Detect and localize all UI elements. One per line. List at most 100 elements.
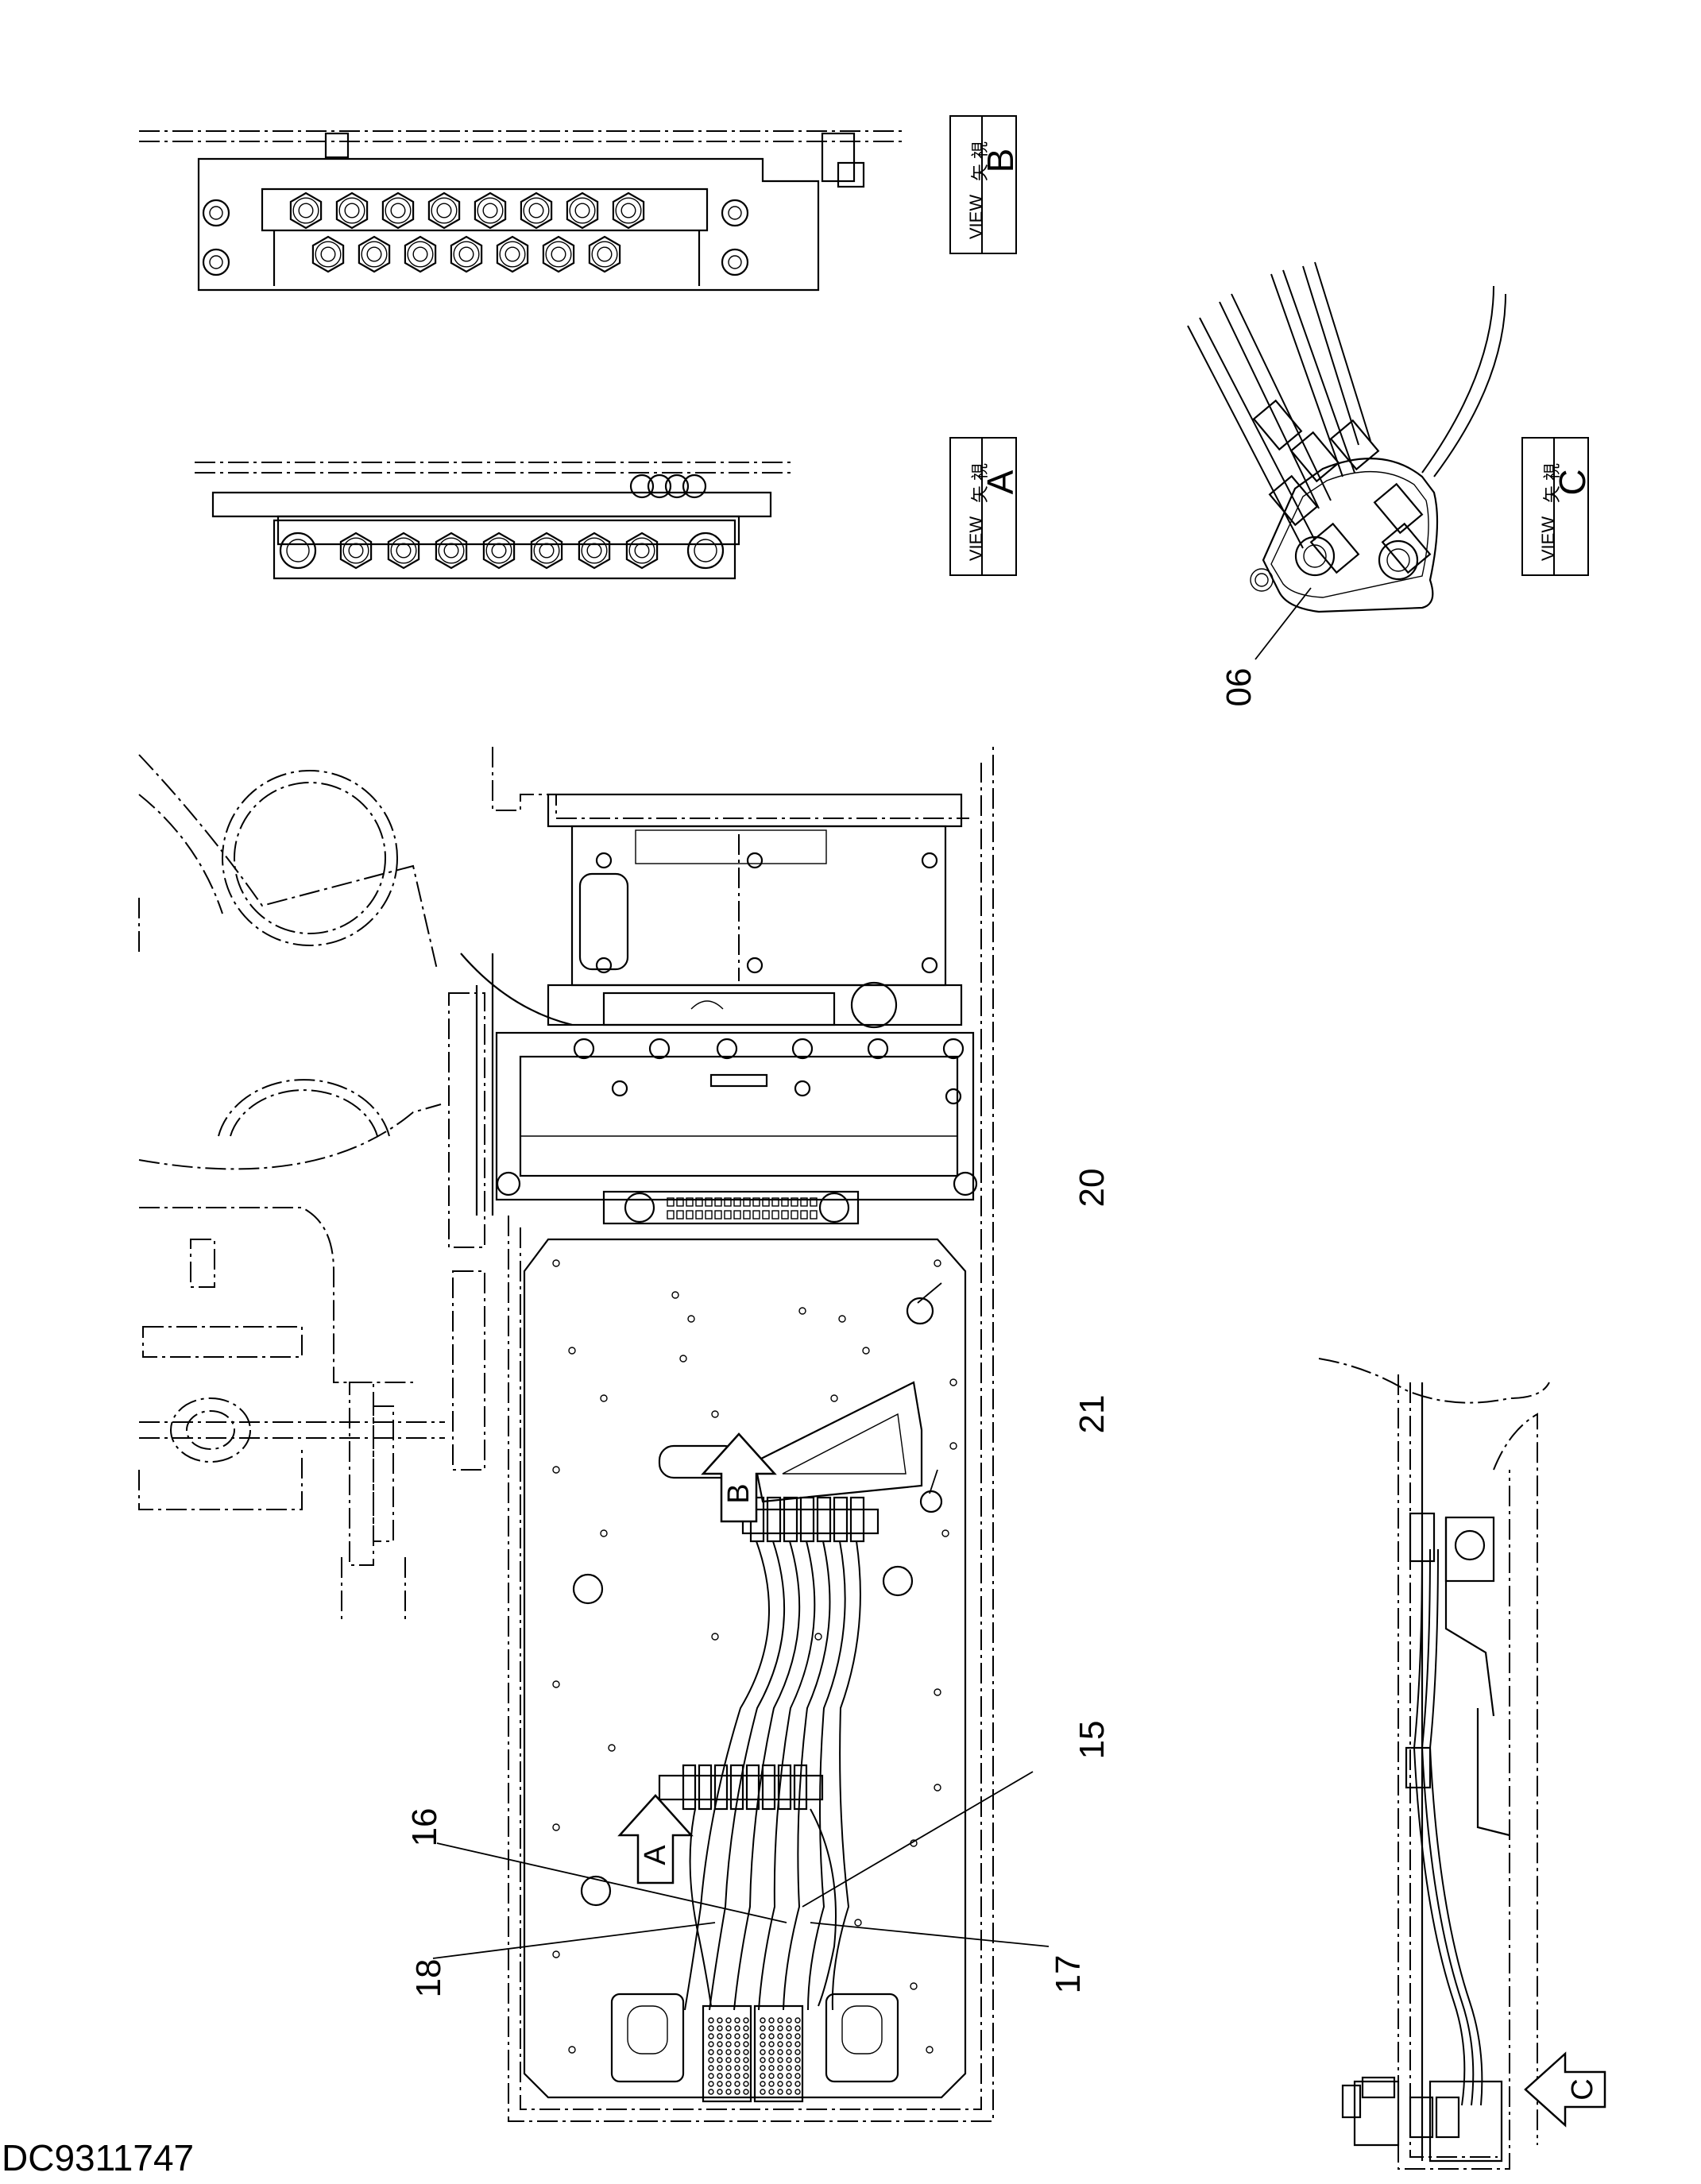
plate-hole — [934, 1688, 941, 1696]
nut-bore — [366, 246, 382, 262]
port — [1294, 535, 1336, 577]
mount-hole-inner — [209, 206, 223, 220]
hex-nut — [482, 532, 516, 570]
pin — [725, 2017, 732, 2024]
manifold-fitting — [729, 1764, 744, 1811]
plate-hole — [568, 1347, 576, 1355]
terminal — [762, 1210, 770, 1220]
pin — [734, 2033, 740, 2039]
pin — [708, 2073, 714, 2079]
nut-bore — [574, 203, 590, 218]
hex-nut — [588, 235, 621, 273]
pin — [777, 2049, 783, 2055]
bolt-head — [648, 1038, 671, 1060]
manifold-fitting — [745, 1764, 760, 1811]
mount-hole-inner — [728, 206, 742, 220]
plate-hole — [949, 1442, 957, 1450]
pin — [794, 2081, 801, 2087]
hose-line — [733, 1540, 801, 2011]
nut-bore — [412, 246, 428, 262]
terminal — [733, 1197, 741, 1207]
pin — [743, 2025, 749, 2031]
terminal — [771, 1210, 779, 1220]
pin — [743, 2033, 749, 2039]
hose-line — [1270, 273, 1343, 477]
pin — [743, 2049, 749, 2055]
pin — [768, 2041, 775, 2047]
pin — [768, 2017, 775, 2024]
nut-bore — [320, 246, 336, 262]
side-elevation-view — [1318, 1358, 1550, 2170]
pin — [725, 2033, 732, 2039]
view-label-b: 矢 視 VIEW B — [949, 115, 1021, 254]
hose-line — [758, 1540, 816, 2011]
bolt-head — [818, 1192, 850, 1223]
terminal — [714, 1197, 722, 1207]
bolt-head — [716, 1038, 738, 1060]
pin — [725, 2073, 732, 2079]
pin — [794, 2057, 801, 2063]
nut-ring — [591, 241, 618, 268]
pin — [777, 2057, 783, 2063]
plate-hole — [949, 1378, 957, 1386]
pin — [777, 2017, 783, 2024]
hex-nut — [381, 191, 415, 230]
hex-nut — [496, 235, 529, 273]
pin — [768, 2073, 775, 2079]
port — [1378, 539, 1419, 581]
pin — [743, 2041, 749, 2047]
pin — [717, 2073, 723, 2079]
plate-hole — [679, 1355, 687, 1363]
terminal — [724, 1210, 732, 1220]
pin — [734, 2041, 740, 2047]
terminal — [724, 1197, 732, 1207]
pin — [760, 2057, 766, 2063]
mount-hole-inner — [209, 255, 223, 269]
tube-end — [647, 474, 672, 499]
hose-line — [1302, 265, 1359, 446]
bolt-head — [791, 1038, 814, 1060]
nut-bore — [458, 246, 474, 262]
callout-15: 15 — [1073, 1720, 1111, 1760]
pin — [743, 2081, 749, 2087]
hex-nut — [289, 191, 323, 230]
pin — [725, 2041, 732, 2047]
terminal — [714, 1210, 722, 1220]
pin — [725, 2089, 732, 2095]
hose-line — [783, 1540, 831, 2011]
callout-06: 06 — [1220, 667, 1258, 707]
view-label-a: 矢 視 VIEW A — [949, 437, 1021, 576]
pin — [794, 2049, 801, 2055]
nut-ring — [453, 241, 480, 268]
bolt-head — [595, 852, 613, 869]
view-label-a-letter: A — [980, 470, 1021, 495]
mount-hole — [686, 532, 725, 570]
pin — [734, 2049, 740, 2055]
nut-ring — [485, 537, 512, 564]
pin — [760, 2033, 766, 2039]
terminal — [791, 1210, 798, 1220]
pin — [768, 2033, 775, 2039]
hex-nut — [542, 235, 575, 273]
terminal — [705, 1210, 713, 1220]
nut-ring — [615, 197, 642, 224]
pin — [717, 2041, 723, 2047]
hex-nut — [612, 191, 645, 230]
pin — [717, 2065, 723, 2071]
callout-16: 16 — [405, 1807, 444, 1847]
pin — [717, 2081, 723, 2087]
pin — [708, 2057, 714, 2063]
plate-hole — [711, 1410, 719, 1418]
pin — [734, 2017, 740, 2024]
terminal — [695, 1210, 703, 1220]
pin — [717, 2033, 723, 2039]
callout-20: 20 — [1073, 1168, 1111, 1208]
hex-nut — [358, 235, 391, 273]
bolt-head — [573, 1038, 595, 1060]
plate-hole — [830, 1394, 838, 1402]
hose-line — [689, 1808, 712, 2007]
arrow-a-shape — [617, 1794, 694, 1884]
view-label-b-text: VIEW — [966, 194, 986, 240]
manifold-fitting — [793, 1764, 808, 1811]
arrow-a-letter: A — [639, 1845, 672, 1865]
